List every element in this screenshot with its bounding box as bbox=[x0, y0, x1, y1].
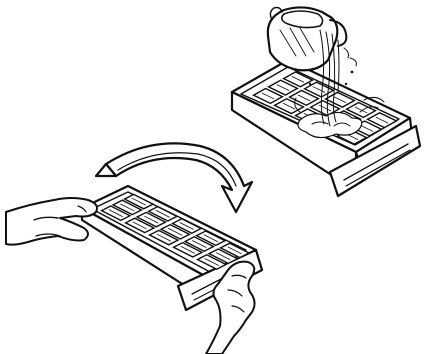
filling-panel bbox=[232, 7, 420, 196]
ice-tray-in-drawer bbox=[232, 60, 420, 196]
twisting-panel bbox=[6, 143, 262, 354]
